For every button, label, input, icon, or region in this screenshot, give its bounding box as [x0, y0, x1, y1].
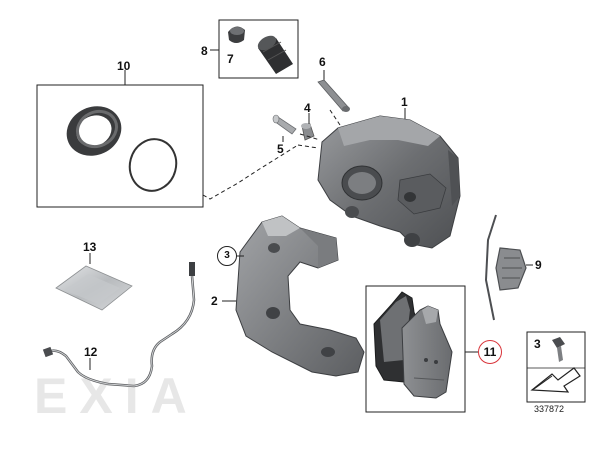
brake-pad-box — [365, 285, 478, 413]
callout-12: 12 — [84, 345, 98, 359]
callout-13: 13 — [83, 240, 97, 254]
foil-packet — [55, 253, 133, 311]
callout-10: 10 — [117, 59, 131, 73]
spring-clip — [484, 214, 533, 321]
callout-9: 9 — [535, 258, 542, 272]
bleed-valve — [272, 114, 297, 135]
bolt-box — [526, 331, 586, 403]
callout-3-box: 3 — [534, 337, 541, 351]
callout-1: 1 — [401, 95, 408, 109]
bush — [228, 26, 245, 43]
wear-sensor — [42, 262, 196, 388]
caliper-carrier — [222, 215, 365, 377]
callout-5: 5 — [277, 142, 284, 156]
watermark-logo: EXIA — [34, 368, 199, 424]
callout-3-circled: 3 — [217, 246, 237, 266]
callout-8: 8 — [201, 44, 208, 58]
o-ring — [128, 138, 178, 192]
callout-6: 6 — [319, 55, 326, 69]
bush-kit-box — [210, 19, 299, 79]
bleed-cap — [301, 123, 315, 141]
hex-bolt — [552, 337, 565, 362]
brake-caliper — [317, 108, 461, 249]
seal-kit-box — [36, 70, 204, 208]
brake-pad-front — [401, 305, 453, 399]
dashed-connectors — [202, 109, 341, 200]
arrow-icon — [530, 367, 581, 393]
callout-2: 2 — [211, 294, 218, 308]
guide-pin — [317, 70, 350, 112]
piston-seal — [66, 106, 122, 156]
diagram-number: 337872 — [534, 404, 565, 414]
callout-7: 7 — [227, 52, 234, 66]
callout-4: 4 — [304, 101, 311, 115]
guide-sleeve — [257, 35, 293, 74]
callout-11: 11 — [478, 340, 502, 364]
